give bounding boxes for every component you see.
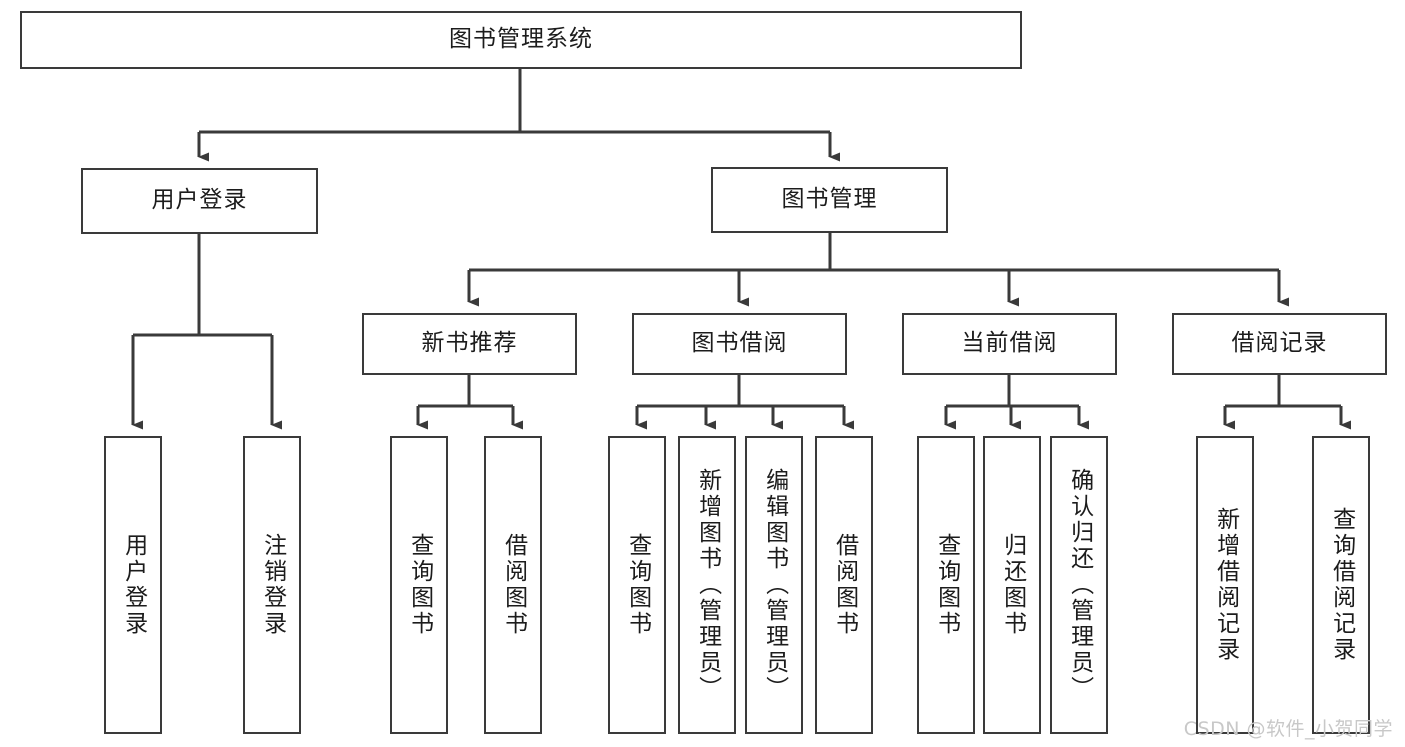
node-current-borrow[interactable]: 当前借阅 (902, 313, 1117, 375)
node-root-system[interactable]: 图书管理系统 (20, 11, 1022, 69)
leaf-borrow-query-book[interactable]: 查询图书 (608, 436, 666, 734)
node-label: 确认归还（管理员） (1066, 468, 1093, 702)
node-label: 新书推荐 (421, 330, 518, 357)
leaf-recommend-borrow-book[interactable]: 借阅图书 (484, 436, 542, 734)
node-label: 查询借阅记录 (1328, 507, 1355, 663)
node-label: 图书管理 (781, 186, 878, 213)
watermark: CSDN @软件_小贺同学 (1183, 718, 1393, 740)
node-label: 借阅记录 (1231, 330, 1328, 357)
leaf-recommend-query-book[interactable]: 查询图书 (390, 436, 448, 734)
leaf-records-query-record[interactable]: 查询借阅记录 (1312, 436, 1370, 734)
node-label: 编辑图书（管理员） (761, 468, 788, 702)
node-label: 借阅图书 (831, 533, 858, 637)
leaf-user-login-login[interactable]: 用户登录 (104, 436, 162, 734)
node-label: 当前借阅 (961, 330, 1058, 357)
node-label: 注销登录 (259, 533, 286, 637)
node-borrow-records[interactable]: 借阅记录 (1172, 313, 1387, 375)
leaf-user-login-logout[interactable]: 注销登录 (243, 436, 301, 734)
node-label: 归还图书 (999, 533, 1026, 637)
leaf-borrow-add-book-admin[interactable]: 新增图书（管理员） (678, 436, 736, 734)
leaf-current-query-book[interactable]: 查询图书 (917, 436, 975, 734)
node-label: 用户登录 (151, 187, 248, 214)
node-user-login[interactable]: 用户登录 (81, 168, 318, 234)
leaf-records-add-record[interactable]: 新增借阅记录 (1196, 436, 1254, 734)
node-new-book-recommend[interactable]: 新书推荐 (362, 313, 577, 375)
node-label: 图书借阅 (691, 330, 788, 357)
node-label: 借阅图书 (500, 533, 527, 637)
leaf-borrow-borrow-book[interactable]: 借阅图书 (815, 436, 873, 734)
node-label: 图书管理系统 (449, 26, 593, 53)
node-label: 新增借阅记录 (1212, 507, 1239, 663)
node-label: 查询图书 (624, 533, 651, 637)
node-label: 查询图书 (933, 533, 960, 637)
node-book-borrow[interactable]: 图书借阅 (632, 313, 847, 375)
node-label: 用户登录 (120, 533, 147, 637)
leaf-current-return-book[interactable]: 归还图书 (983, 436, 1041, 734)
leaf-current-confirm-return-admin[interactable]: 确认归还（管理员） (1050, 436, 1108, 734)
node-label: 新增图书（管理员） (694, 468, 721, 702)
leaf-borrow-edit-book-admin[interactable]: 编辑图书（管理员） (745, 436, 803, 734)
node-book-management[interactable]: 图书管理 (711, 167, 948, 233)
node-label: 查询图书 (406, 533, 433, 637)
